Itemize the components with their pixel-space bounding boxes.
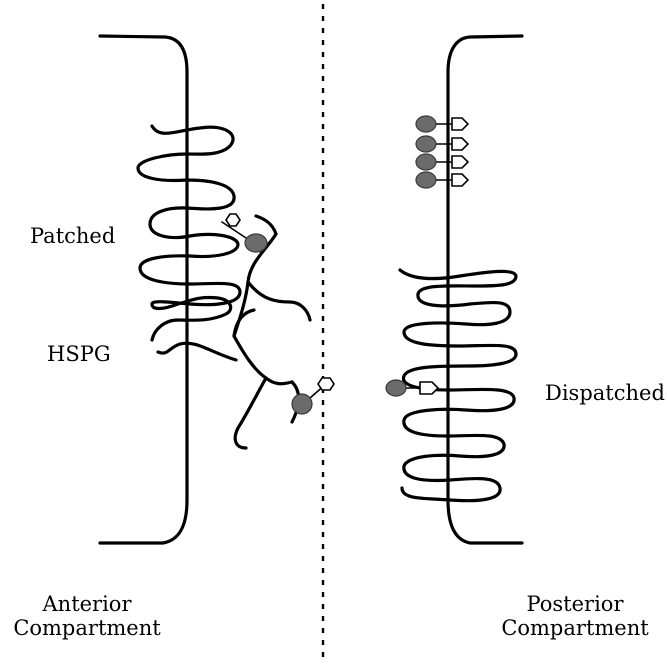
anterior-compartment-label: Anterior Compartment <box>0 592 174 640</box>
anterior-label-line2: Compartment <box>0 616 174 640</box>
patched-protein <box>138 126 240 360</box>
posterior-compartment-label: Posterior Compartment <box>488 592 662 640</box>
patched-label: Patched <box>30 224 115 248</box>
dispatched-protein <box>400 270 516 501</box>
hedgehog-ligand-hspg <box>292 378 334 414</box>
anterior-label-line1: Anterior <box>0 592 174 616</box>
dispatched-label: Dispatched <box>545 381 665 405</box>
hedgehog-cluster-posterior <box>416 116 468 188</box>
posterior-label-line2: Compartment <box>488 616 662 640</box>
hspg-label: HSPG <box>47 342 111 366</box>
posterior-membrane <box>448 36 522 543</box>
anterior-membrane <box>100 36 187 543</box>
hedgehog-ligand-patched <box>222 214 267 252</box>
hedgehog-ligand-dispatched <box>386 380 438 396</box>
posterior-label-line1: Posterior <box>488 592 662 616</box>
hspg-chain <box>158 343 236 360</box>
